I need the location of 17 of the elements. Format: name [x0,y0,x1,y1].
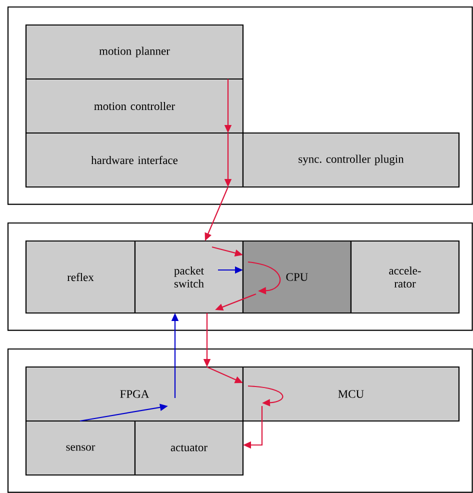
component-box: MCU [242,366,460,422]
component-box: actuator [134,420,244,476]
component-box: CPU [242,240,352,314]
component-box: sync. controller plugin [242,132,460,188]
component-box: packet switch [134,240,244,314]
component-box: sensor [25,420,136,476]
group-frame [7,222,473,331]
component-box: accele-rator [350,240,460,314]
group-frame [7,6,473,205]
component-box: motion controller [25,78,244,134]
component-box: motion planner [25,24,244,80]
group-frame [7,348,473,493]
arrow [248,261,281,294]
component-box: reflex [25,240,136,314]
component-box: FPGA [25,366,244,422]
component-box: hardware interface [25,132,244,188]
arrow [248,385,284,406]
